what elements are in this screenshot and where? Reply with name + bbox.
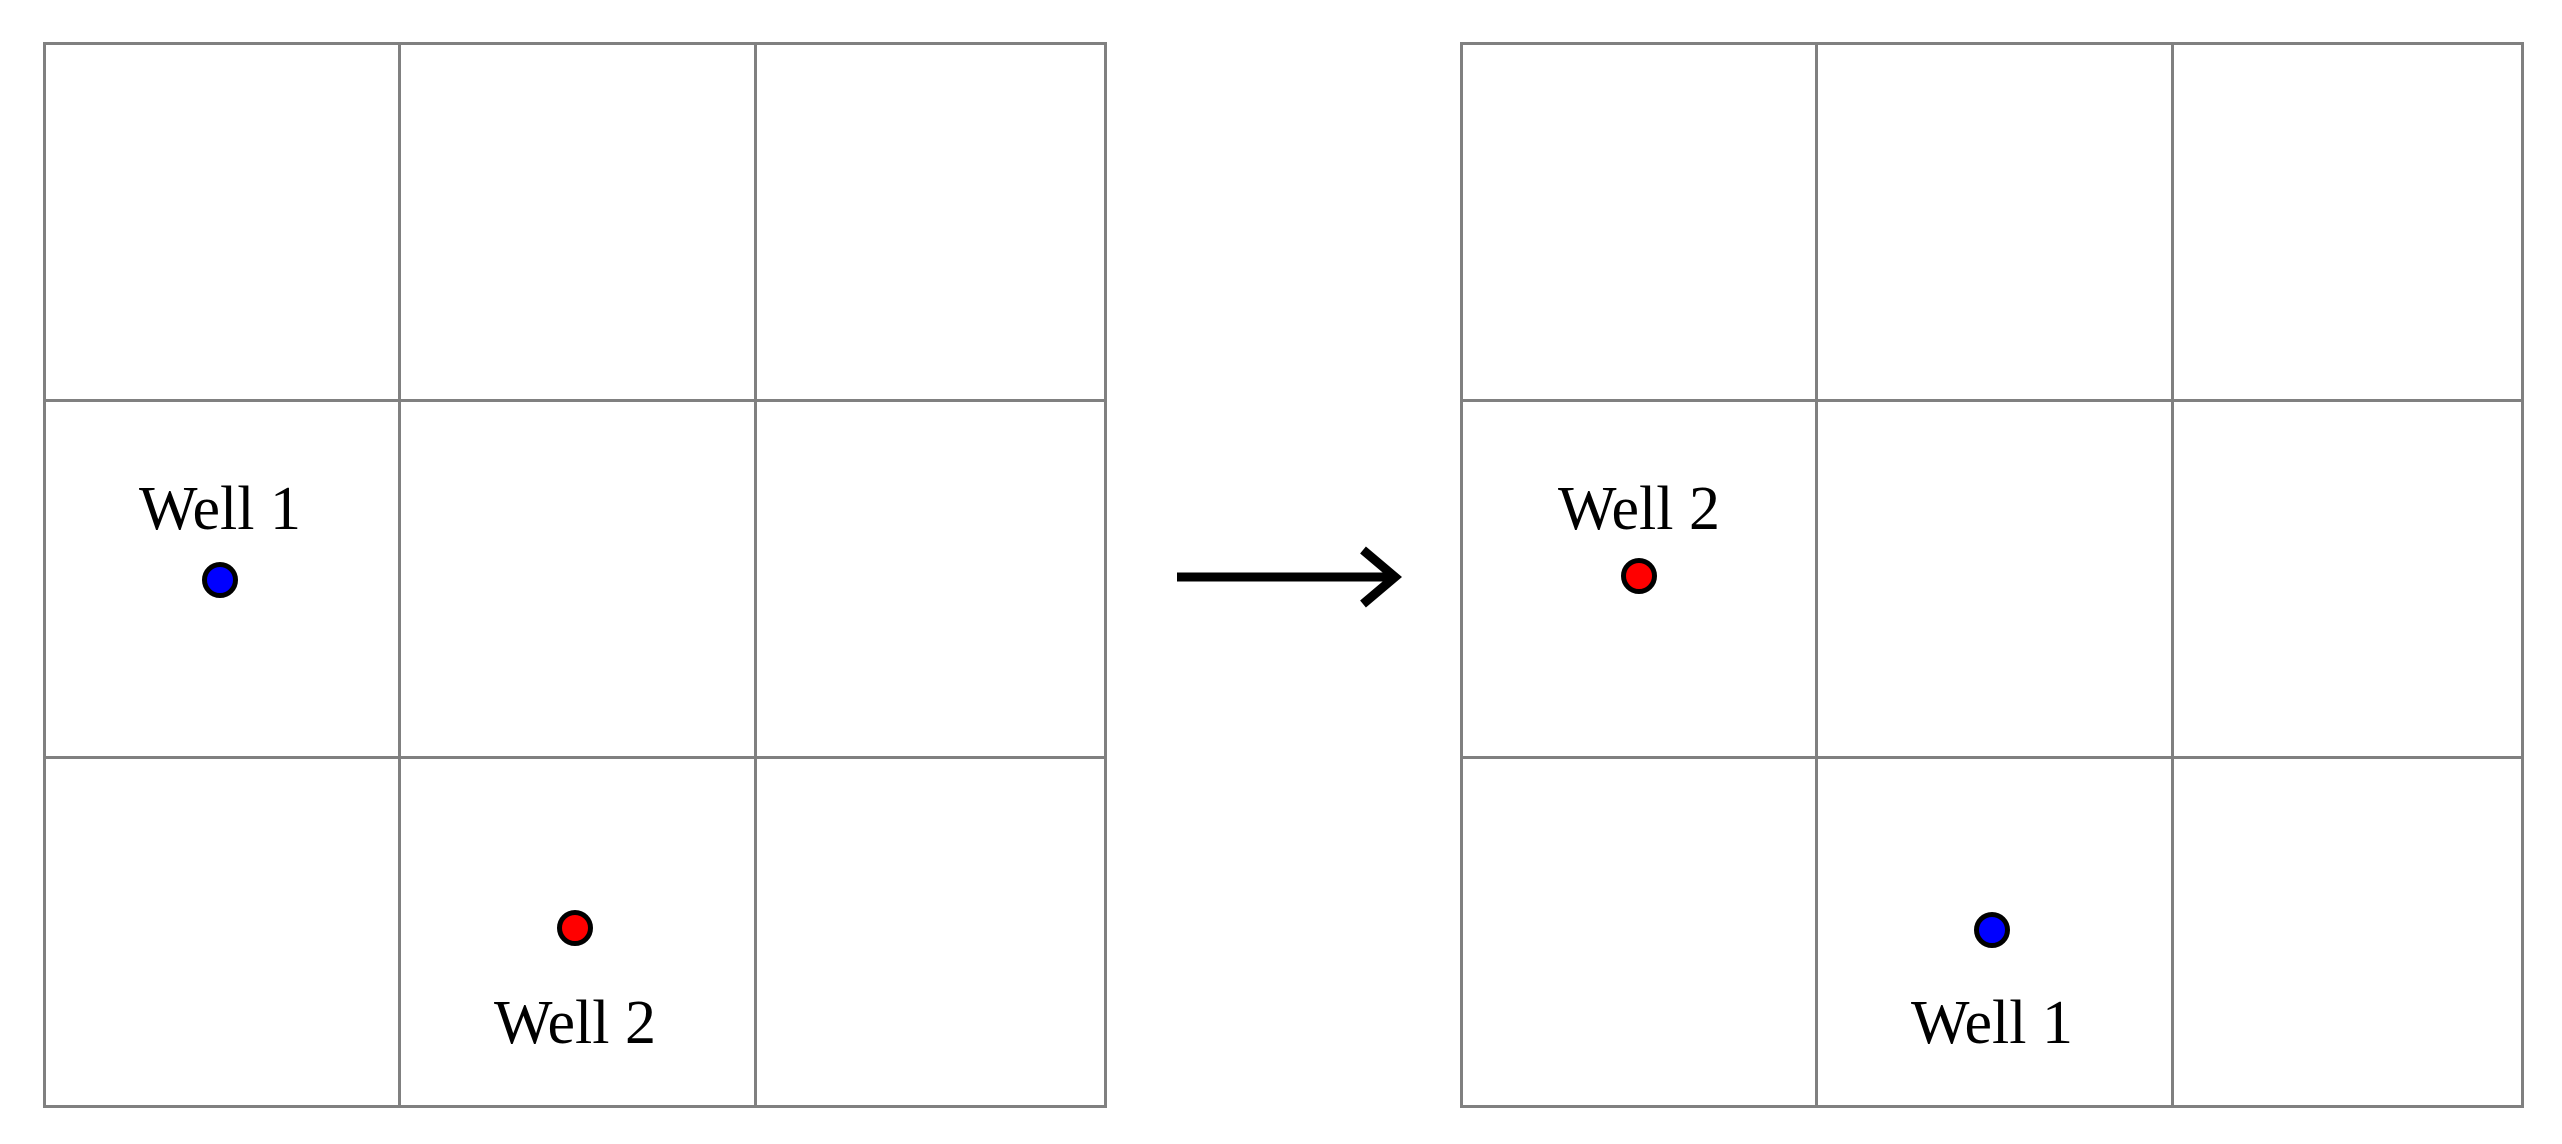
grid-line-vertical: [1460, 42, 1463, 1108]
well-marker-before-well1[interactable]: [202, 562, 238, 598]
after-grid-lines: [1460, 42, 2524, 1108]
well-label-before-well1: Well 1: [138, 475, 302, 543]
grid-line-vertical: [2521, 42, 2524, 1108]
grid-line-vertical: [1815, 42, 1818, 1108]
grid-line-horizontal: [1460, 756, 2524, 759]
after-grid-panel: Well 2 Well 1: [1460, 42, 2524, 1108]
grid-line-vertical: [754, 42, 757, 1108]
grid-line-horizontal: [43, 399, 1107, 402]
transition-arrow: [1175, 540, 1405, 620]
well-label-after-well2: Well 2: [1557, 475, 1721, 543]
well-marker-before-well2[interactable]: [557, 910, 593, 946]
grid-line-horizontal: [1460, 1105, 2524, 1108]
well-marker-after-well2[interactable]: [1621, 558, 1657, 594]
grid-line-horizontal: [43, 42, 1107, 45]
before-grid-panel: Well 1 Well 2: [43, 42, 1107, 1108]
grid-line-vertical: [43, 42, 46, 1108]
grid-line-horizontal: [1460, 399, 2524, 402]
well-marker-after-well1[interactable]: [1974, 912, 2010, 948]
grid-line-vertical: [2171, 42, 2174, 1108]
grid-line-horizontal: [43, 756, 1107, 759]
well-label-after-well1: Well 1: [1910, 989, 2074, 1057]
grid-line-horizontal: [43, 1105, 1107, 1108]
grid-line-horizontal: [1460, 42, 2524, 45]
grid-line-vertical: [398, 42, 401, 1108]
grid-line-vertical: [1104, 42, 1107, 1108]
well-label-before-well2: Well 2: [493, 989, 657, 1057]
right-arrow-icon: [1177, 546, 1402, 608]
